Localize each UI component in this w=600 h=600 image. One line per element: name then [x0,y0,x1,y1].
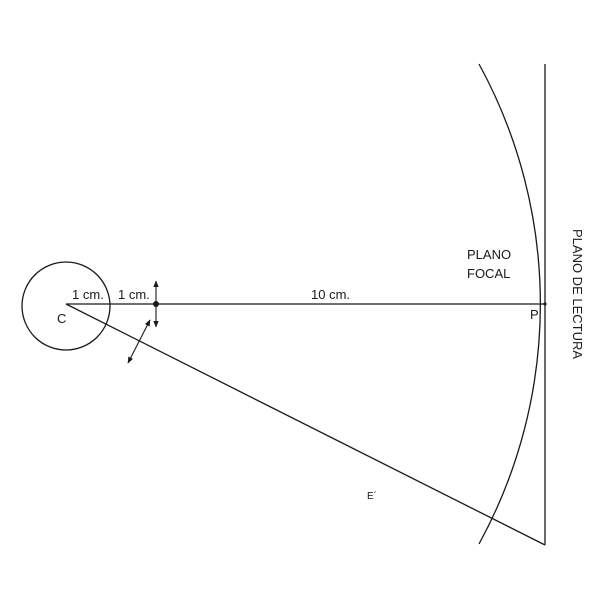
label-focal-plane-line2: FOCAL [467,266,510,281]
label-1cm-second: 1 cm. [118,287,150,302]
label-reading-plane: PLANO DE LECTURA [570,229,585,359]
label-focal-plane-line1: PLANO [467,247,511,262]
diagonal-ray [65,303,546,546]
focal-plane-arc [478,63,541,545]
label-10cm: 10 cm. [311,287,350,302]
label-point-p: P [530,307,539,322]
lens-tilted-arrow [127,319,151,364]
eye-circle [21,261,111,351]
label-point-e: E´ [367,490,377,502]
point-p-marker [543,302,547,306]
label-1cm-first: 1 cm. [72,287,104,302]
label-point-c: C [57,311,66,326]
